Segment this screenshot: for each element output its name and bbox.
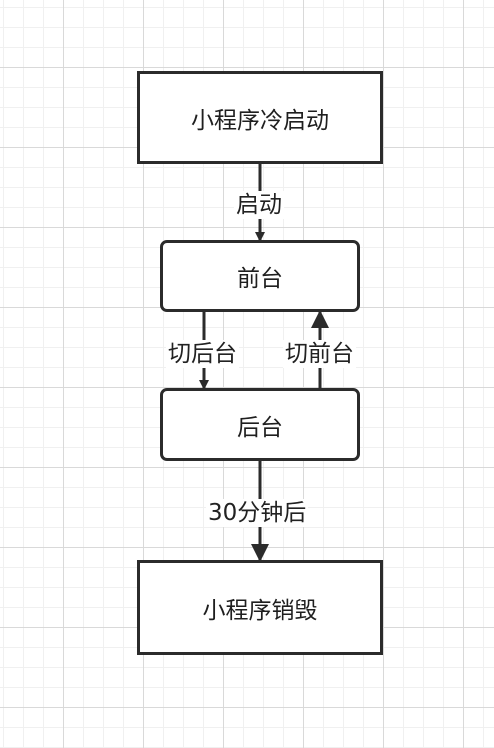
edge-label-to-background: 切后台 — [166, 340, 239, 368]
node-background: 后台 — [160, 388, 360, 461]
edge-label-after-30min: 30分钟后 — [206, 499, 309, 527]
edge-label-start: 启动 — [234, 191, 284, 219]
node-destroy: 小程序销毁 — [137, 560, 383, 655]
node-foreground-label: 前台 — [237, 266, 283, 292]
node-background-label: 后台 — [237, 414, 283, 441]
node-cold-start: 小程序冷启动 — [137, 71, 383, 164]
node-foreground: 前台 — [160, 240, 360, 312]
node-cold-start-label: 小程序冷启动 — [191, 107, 329, 134]
node-destroy-label: 小程序销毁 — [202, 597, 318, 624]
edge-label-to-foreground: 切前台 — [283, 340, 356, 368]
